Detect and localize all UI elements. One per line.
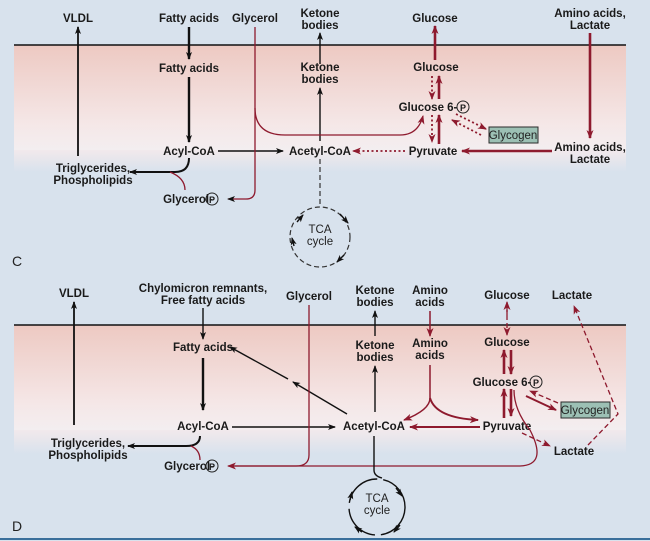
label-acyl-coa: Acyl-CoA — [163, 146, 215, 158]
label-lactate-in: Lactate — [554, 446, 594, 458]
arrow-acylcoa-to-tg — [129, 157, 190, 175]
label-pyruvate: Pyruvate — [483, 421, 532, 433]
label-acyl-coa: Acyl-CoA — [177, 421, 229, 433]
arrow-acetylcoa-to-fa-b — [229, 346, 289, 380]
label-fatty-acids-out: Fatty acids — [159, 13, 219, 25]
panel-letter-d: D — [12, 518, 22, 534]
phosphate-icon — [529, 375, 543, 389]
label-glucose-in: Glucose — [413, 62, 458, 74]
arrow-glycerolp-to-tg — [169, 171, 186, 191]
label-amino-out-2: acids — [415, 297, 444, 309]
label-fatty-acids-in: Fatty acids — [173, 342, 233, 354]
phosphate-icon-label: P — [533, 378, 539, 388]
panel-letter-c: C — [12, 253, 22, 269]
label-glycogen: Glycogen — [561, 405, 610, 417]
label-amino-in-1: Amino — [412, 338, 448, 350]
label-vldl-out: VLDL — [59, 288, 89, 300]
arrow-glycogen-to-g6p — [529, 390, 559, 404]
label-acetyl-coa: Acetyl-CoA — [289, 146, 351, 158]
label-glycogen: Glycogen — [489, 130, 538, 142]
arrow-acylcoa-to-tg — [127, 435, 201, 449]
arrow-acetylcoa-to-fa-a — [292, 381, 348, 415]
label-lactate-out: Lactate — [552, 290, 592, 302]
arrow-lactate-export — [573, 305, 619, 446]
label-glycerol-p: Glycerol- — [163, 194, 213, 206]
arrow-g6p-to-glycogen — [525, 395, 557, 411]
label-glucose-out: Glucose — [412, 13, 457, 25]
label-ketone-out-2: bodies — [356, 297, 393, 309]
label-amino-lactate-out-1: Amino acids, — [554, 8, 626, 20]
link-acetylcoa-tca — [373, 436, 383, 479]
panel-d: VLDL Chylomicron remnants, Free fatty ac… — [12, 283, 626, 536]
arrow-glycerol-to-g6p — [254, 107, 425, 136]
label-amino-lactate-out-2: Lactate — [570, 20, 610, 32]
label-triglycerides-2: Phospholipids — [48, 450, 127, 462]
label-tca-1: TCA — [309, 224, 332, 236]
phosphate-icon-label: P — [209, 462, 215, 472]
label-ketone-in-1: Ketone — [301, 62, 340, 74]
label-tca-1: TCA — [366, 493, 389, 505]
label-amino-lactate-in-2: Lactate — [570, 154, 610, 166]
arrow-g6p-to-glycogen — [455, 113, 487, 130]
label-amino-lactate-in-1: Amino acids, — [554, 142, 626, 154]
label-amino-in-2: acids — [415, 350, 444, 362]
arrow-amino-to-pyruvate — [429, 397, 479, 424]
tca-cycle-icon — [289, 206, 351, 268]
glycogen-box — [488, 126, 539, 144]
label-amino-out-1: Amino — [412, 285, 448, 297]
arrow-pyruvate-to-lactate — [521, 432, 551, 447]
glycogen-box — [560, 401, 611, 419]
label-chylo-2: Free fatty acids — [161, 295, 245, 307]
label-tca-2: cycle — [307, 236, 333, 248]
arrow-glycerolp-to-tg — [190, 445, 201, 461]
label-tca-2: cycle — [364, 505, 390, 517]
arrow-glycogen-to-g6p — [451, 119, 482, 136]
label-ketone-out-1: Ketone — [356, 285, 395, 297]
label-glycerol-p: Glycerol- — [164, 461, 214, 473]
label-glucose-in: Glucose — [484, 337, 529, 349]
tca-cycle-icon — [347, 478, 406, 536]
phosphate-icon-label: P — [460, 103, 466, 113]
label-triglycerides-1: Triglycerides, — [56, 163, 130, 175]
label-glucose6p: Glucose 6- — [473, 377, 532, 389]
panel-c: VLDL Fatty acids Glycerol Ketone bodies … — [12, 8, 626, 269]
label-glucose6p: Glucose 6- — [399, 102, 458, 114]
label-glucose-out: Glucose — [484, 290, 529, 302]
label-ketone-in-1: Ketone — [356, 340, 395, 352]
label-triglycerides-2: Phospholipids — [53, 175, 132, 187]
label-pyruvate: Pyruvate — [409, 146, 458, 158]
cell-interior-band — [14, 325, 626, 430]
label-chylo-1: Chylomicron remnants, — [139, 283, 267, 295]
phosphate-icon — [205, 192, 219, 206]
label-triglycerides-1: Triglycerides, — [51, 438, 125, 450]
label-acetyl-coa: Acetyl-CoA — [343, 421, 405, 433]
label-ketone-out-2: bodies — [301, 20, 338, 32]
arrow-g6p-to-glycerolp — [230, 389, 538, 467]
label-vldl-out: VLDL — [63, 13, 93, 25]
label-fatty-acids-in: Fatty acids — [159, 63, 219, 75]
label-ketone-out-1: Ketone — [301, 8, 340, 20]
phosphate-icon-label: P — [209, 195, 215, 205]
arrow-glycerol-to-glycerolp — [227, 27, 256, 202]
label-ketone-in-2: bodies — [301, 74, 338, 86]
phosphate-icon — [456, 100, 470, 114]
label-glycerol-out: Glycerol — [286, 291, 332, 303]
phosphate-icon — [205, 459, 219, 473]
label-ketone-in-2: bodies — [356, 352, 393, 364]
label-glycerol-out: Glycerol — [232, 13, 278, 25]
